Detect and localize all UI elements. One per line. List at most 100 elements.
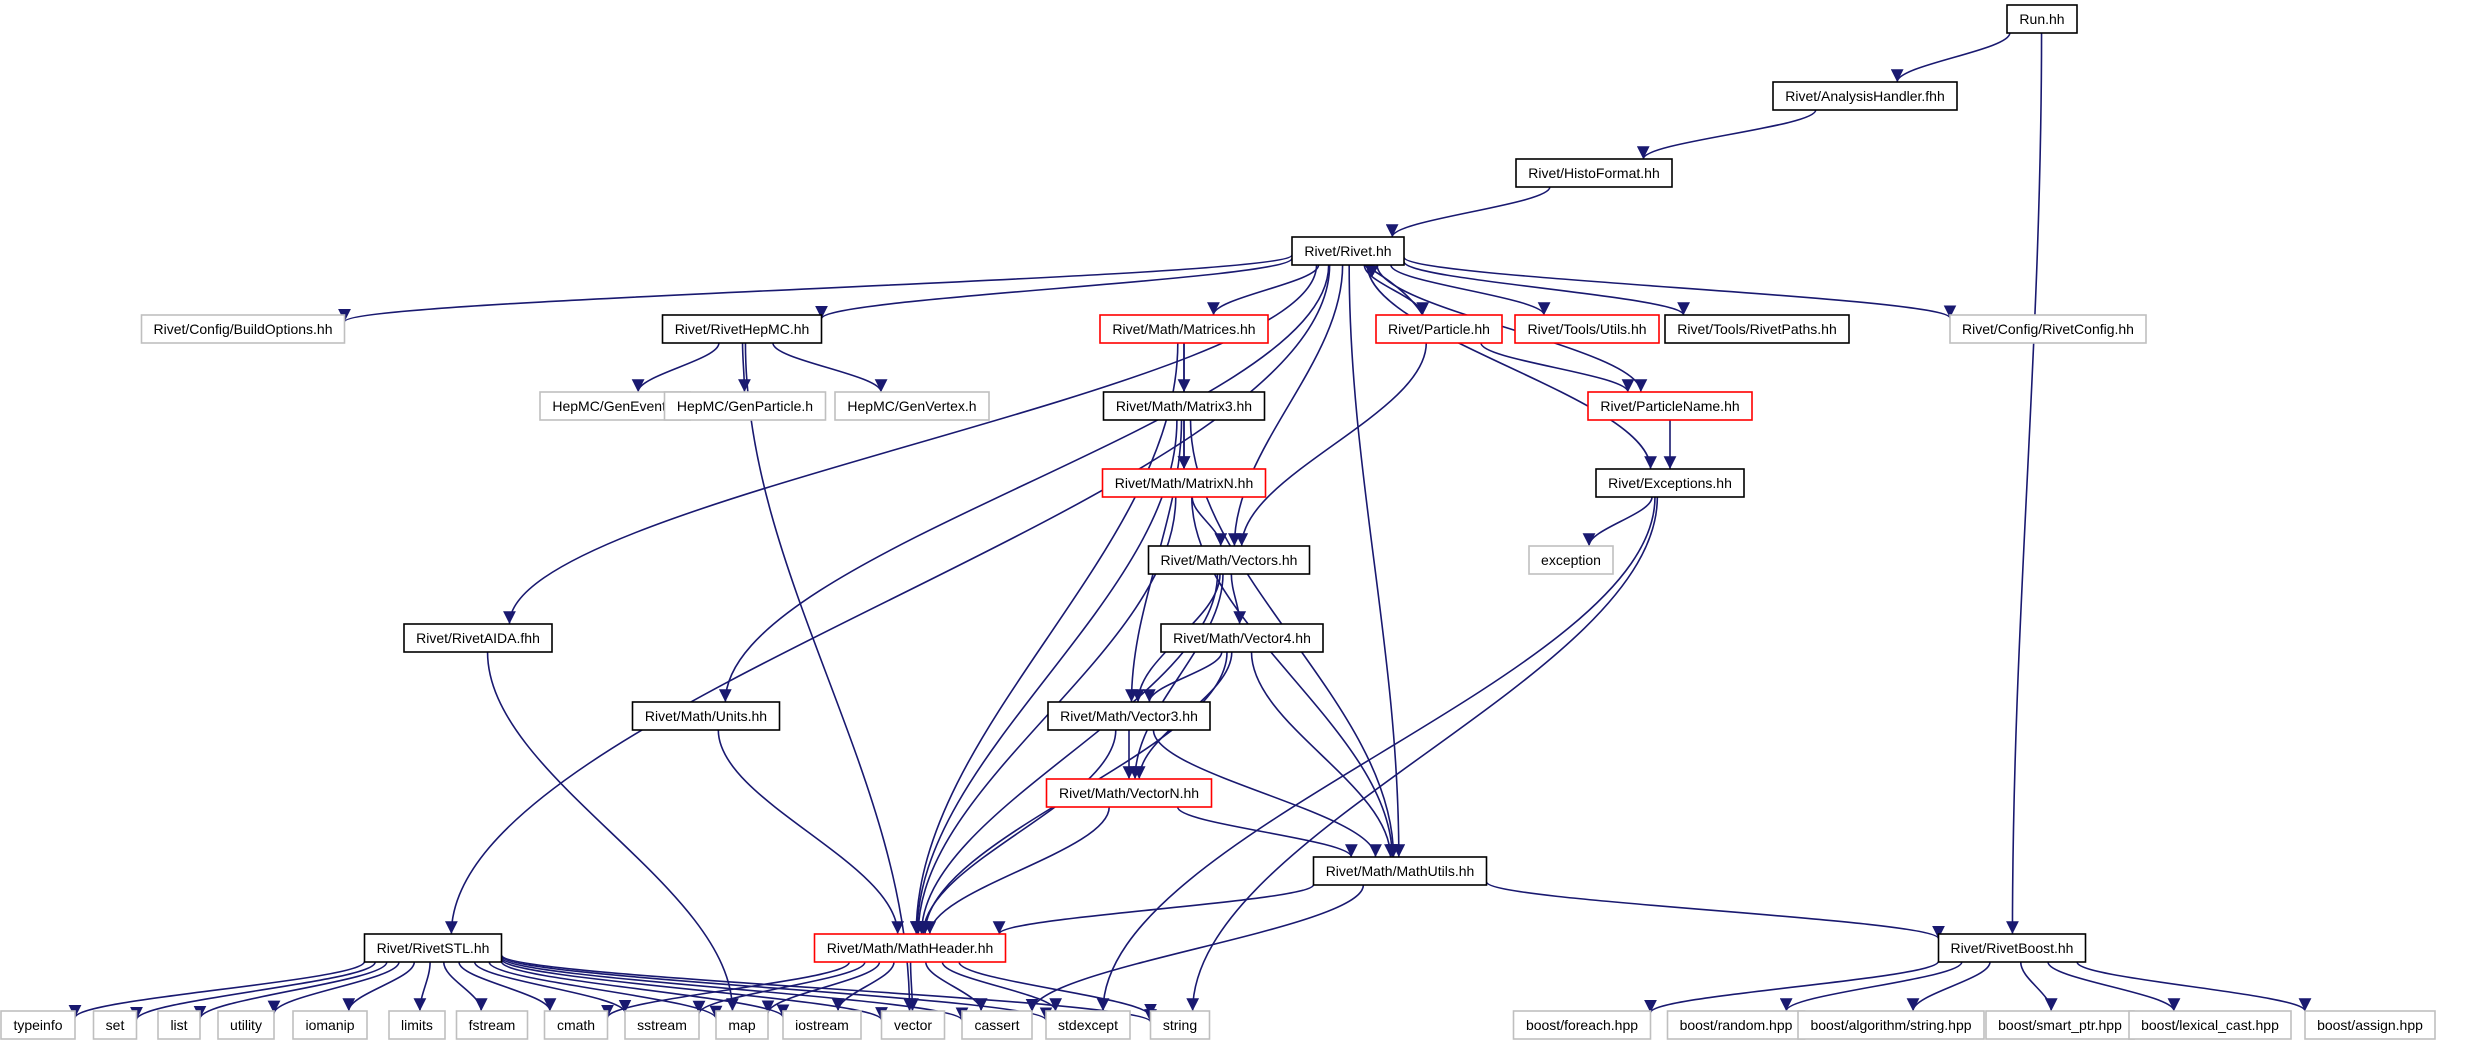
node-list: list (157, 1010, 201, 1040)
node-label-iomanip: iomanip (305, 1017, 354, 1033)
node-label-stdexcept: stdexcept (1058, 1017, 1118, 1033)
node-label-units: Rivet/Math/Units.hh (645, 708, 767, 724)
node-label-rivetconfig: Rivet/Config/RivetConfig.hh (1962, 321, 2134, 337)
edge-rivetstl-to-vector (500, 958, 888, 1021)
node-particlename[interactable]: Rivet/ParticleName.hh (1587, 391, 1753, 421)
edge-rivetaida-to-map (486, 651, 739, 1012)
node-vector4[interactable]: Rivet/Math/Vector4.hh (1160, 623, 1324, 653)
node-label-genevent: HepMC/GenEvent.h (552, 398, 677, 414)
node-vectors[interactable]: Rivet/Math/Vectors.hh (1147, 545, 1311, 575)
edge-rivet-to-matrices (1207, 264, 1320, 316)
node-box-particle (1375, 314, 1503, 344)
header-nodes: Run.hhRivet/AnalysisHandler.fhhRivet/His… (0, 4, 2436, 1040)
node-box-vector4 (1160, 623, 1324, 653)
edge-rivet-to-rivetconfig (1403, 256, 1957, 319)
node-box-limits (388, 1010, 446, 1040)
edge-rivetboost-to-random (1779, 961, 1963, 1012)
edge-run-to-analysishandler (1890, 32, 2011, 83)
edge-vector4-to-vector3 (1142, 651, 1223, 703)
node-rivethepmc[interactable]: Rivet/RivetHepMC.hh (661, 314, 823, 344)
node-analysishandler[interactable]: Rivet/AnalysisHandler.fhh (1772, 81, 1958, 111)
node-label-foreach: boost/foreach.hpp (1526, 1017, 1638, 1033)
node-particle[interactable]: Rivet/Particle.hh (1375, 314, 1503, 344)
node-sstream: sstream (624, 1010, 700, 1040)
edge-exceptions-to-exception (1582, 496, 1653, 547)
node-label-histoformat: Rivet/HistoFormat.hh (1528, 165, 1659, 181)
node-box-foreach (1512, 1010, 1652, 1040)
node-box-mathheader (813, 933, 1007, 963)
edge-rivet-to-units (718, 264, 1330, 703)
node-box-rivetstl (363, 933, 503, 963)
edge-mathheader-to-iostream (831, 961, 895, 1012)
node-box-exceptions (1595, 468, 1745, 498)
node-mathutils[interactable]: Rivet/Math/MathUtils.hh (1312, 856, 1488, 886)
node-box-fstream (455, 1010, 529, 1040)
node-box-rivethepmc (661, 314, 823, 344)
edge-mathheader-to-map (761, 961, 881, 1014)
edge-mathutils-to-rivetboost (1485, 881, 1945, 940)
node-label-mathheader: Rivet/Math/MathHeader.hh (827, 940, 994, 956)
edge-rivethepmc-to-genevent (631, 342, 720, 393)
node-buildoptions: Rivet/Config/BuildOptions.hh (140, 314, 346, 344)
edge-rivet-to-particle (1363, 264, 1430, 316)
edge-rivetstl-to-iomanip (342, 961, 416, 1012)
edge-rivetstl-to-utility (267, 961, 400, 1014)
node-rivet[interactable]: Rivet/Rivet.hh (1291, 236, 1405, 266)
node-label-rivethepmc: Rivet/RivetHepMC.hh (675, 321, 810, 337)
node-histoformat[interactable]: Rivet/HistoFormat.hh (1515, 158, 1673, 188)
node-label-mathutils: Rivet/Math/MathUtils.hh (1326, 863, 1475, 879)
node-label-limits: limits (401, 1017, 433, 1033)
node-mathheader[interactable]: Rivet/Math/MathHeader.hh (813, 933, 1007, 963)
node-genvertex: HepMC/GenVertex.h (834, 391, 990, 421)
node-typeinfo: typeinfo (0, 1010, 76, 1040)
edge-mathheader-to-sstream (692, 961, 866, 1014)
node-label-iostream: iostream (795, 1017, 849, 1033)
node-label-random: boost/random.hpp (1680, 1017, 1793, 1033)
node-rivetaida[interactable]: Rivet/RivetAIDA.fhh (403, 623, 553, 653)
edge-exceptions-to-string (1186, 496, 1659, 1012)
edge-rivetstl-to-sstream (473, 961, 632, 1013)
node-rivetboost[interactable]: Rivet/RivetBoost.hh (1937, 933, 2087, 963)
edge-rivetstl-to-fstream (442, 961, 488, 1012)
edge-rivet-to-exceptions (1366, 264, 1657, 470)
edge-rivet-to-toolsutils (1390, 264, 1551, 316)
node-units[interactable]: Rivet/Math/Units.hh (631, 701, 781, 731)
node-box-vector (880, 1010, 946, 1040)
node-toolsutils[interactable]: Rivet/Tools/Utils.hh (1514, 314, 1660, 344)
edge-rivetboost-to-smartptr (2019, 961, 2058, 1012)
node-run[interactable]: Run.hh (2006, 4, 2078, 34)
node-matrices[interactable]: Rivet/Math/Matrices.hh (1099, 314, 1269, 344)
edge-rivetboost-to-lexicalcast (2047, 961, 2181, 1012)
edge-vector4-to-mathutils (1250, 651, 1397, 858)
node-fstream: fstream (455, 1010, 529, 1040)
node-box-cmath (543, 1010, 609, 1040)
node-exceptions[interactable]: Rivet/Exceptions.hh (1595, 468, 1745, 498)
node-box-assign (2304, 1010, 2436, 1040)
node-genparticle: HepMC/GenParticle.h (663, 391, 827, 421)
node-vector3[interactable]: Rivet/Math/Vector3.hh (1047, 701, 1211, 731)
node-matrixn[interactable]: Rivet/Math/MatrixN.hh (1101, 468, 1267, 498)
node-vectorn[interactable]: Rivet/Math/VectorN.hh (1045, 778, 1213, 808)
node-box-exception (1528, 545, 1614, 575)
node-map: map (715, 1010, 769, 1040)
node-rivetstl[interactable]: Rivet/RivetSTL.hh (363, 933, 503, 963)
node-label-map: map (728, 1017, 755, 1033)
edge-rivet-to-rivetpaths (1403, 260, 1690, 316)
node-label-list: list (170, 1017, 187, 1033)
node-label-analysishandler: Rivet/AnalysisHandler.fhh (1785, 88, 1945, 104)
edge-rivet-to-mathutils (1348, 264, 1406, 858)
node-box-sstream (624, 1010, 700, 1040)
edge-rivetstl-to-map (488, 961, 723, 1019)
node-box-iostream (782, 1010, 862, 1040)
node-matrix3[interactable]: Rivet/Math/Matrix3.hh (1102, 391, 1266, 421)
edge-rivetboost-to-foreach (1644, 960, 1940, 1014)
node-rivetpaths[interactable]: Rivet/Tools/RivetPaths.hh (1664, 314, 1850, 344)
node-label-rivetaida: Rivet/RivetAIDA.fhh (416, 630, 540, 646)
edge-rivetstl-to-typeinfo (68, 960, 366, 1019)
node-exception: exception (1528, 545, 1614, 575)
node-label-matrixn: Rivet/Math/MatrixN.hh (1115, 475, 1253, 491)
edge-particle-to-vectors (1235, 342, 1428, 547)
node-label-vector: vector (894, 1017, 932, 1033)
edge-analysishandler-to-histoformat (1636, 109, 1817, 160)
edge-vectors-to-vectorn (1128, 573, 1224, 780)
